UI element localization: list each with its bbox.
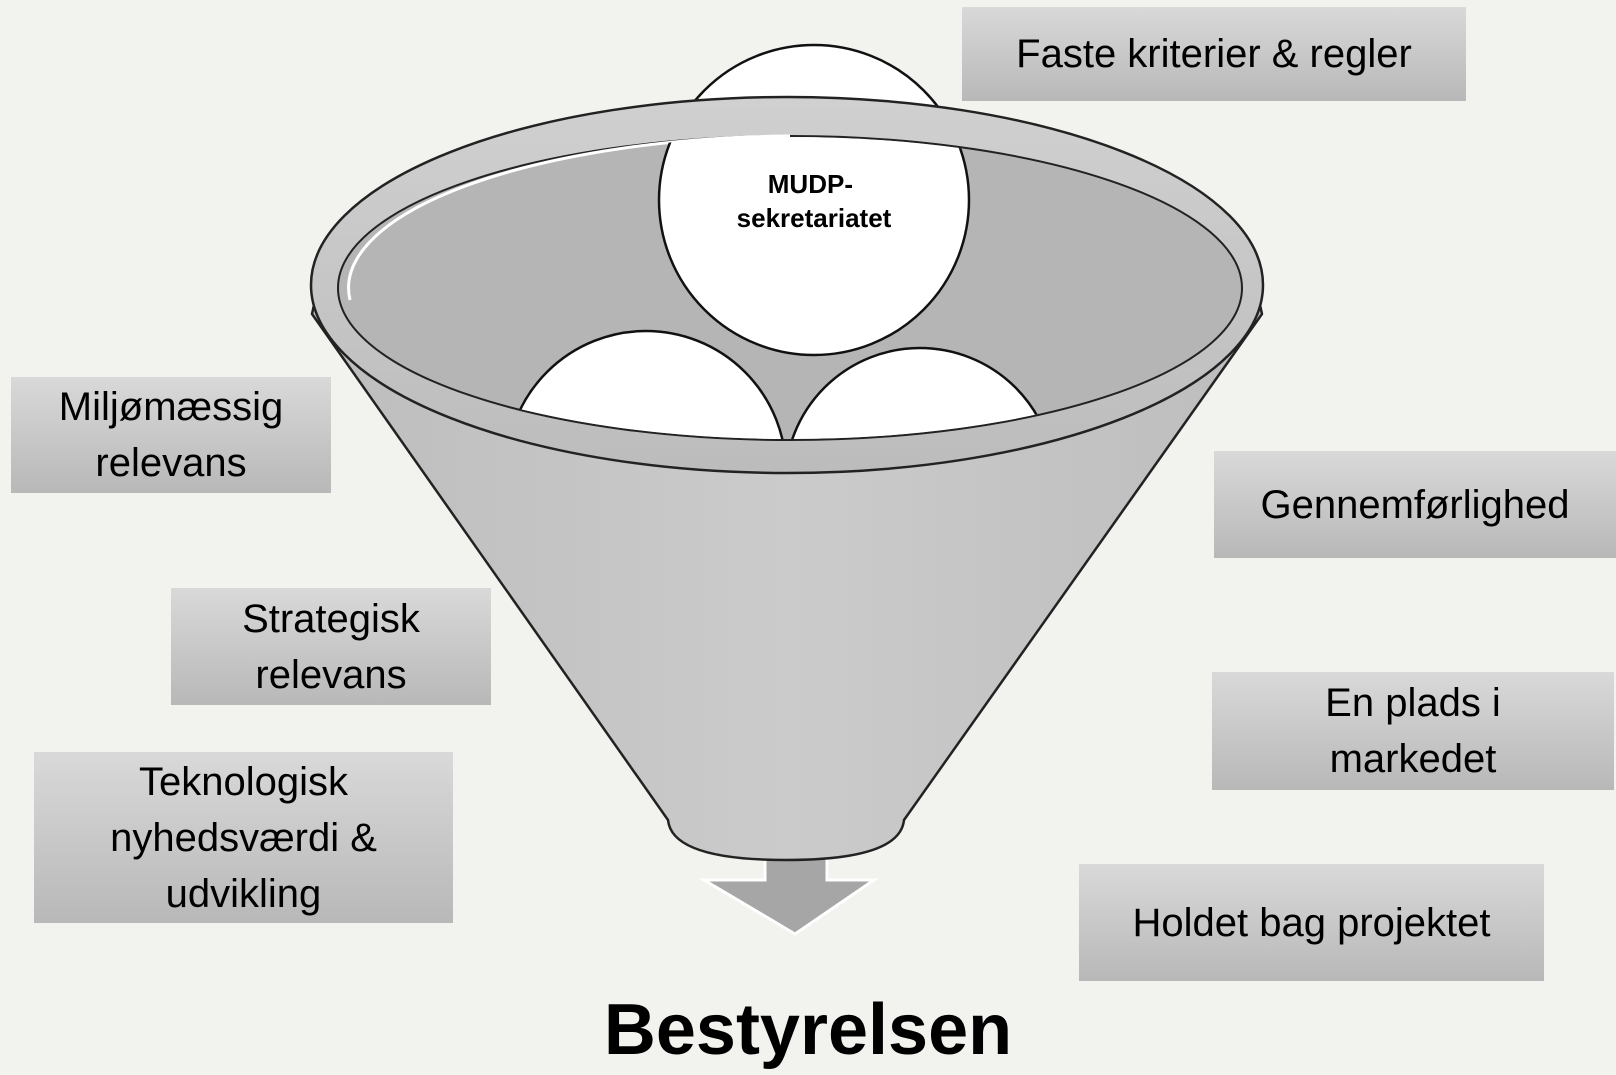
criterion-label-teknologisk-nyhedsvaerdi: Teknologisk nyhedsværdi & udvikling <box>34 752 453 923</box>
lower-left-ball <box>504 329 788 439</box>
ball-label-line-2: sekretariatet <box>737 203 892 233</box>
criterion-label-miljomaessig-relevans: Miljømæssig relevans <box>11 377 331 493</box>
lower-right-ball <box>783 346 1057 439</box>
ball-label: MUDP- sekretariatet <box>737 169 892 233</box>
criterion-label-strategisk-relevans: Strategisk relevans <box>171 588 491 705</box>
output-arrow <box>698 853 879 936</box>
criterion-label-faste-kriterier: Faste kriterier & regler <box>962 7 1466 101</box>
funnel-opening: MUDP- sekretariatet <box>337 134 1243 441</box>
ball-label-line-1: MUDP- <box>768 169 853 199</box>
criterion-label-plads-i-markedet: En plads i markedet <box>1212 672 1614 790</box>
criterion-label-gennemforlighed: Gennemførlighed <box>1214 451 1616 558</box>
output-title: Bestyrelsen <box>603 990 1013 1070</box>
criterion-label-holdet-bag-projektet: Holdet bag projektet <box>1079 864 1544 981</box>
